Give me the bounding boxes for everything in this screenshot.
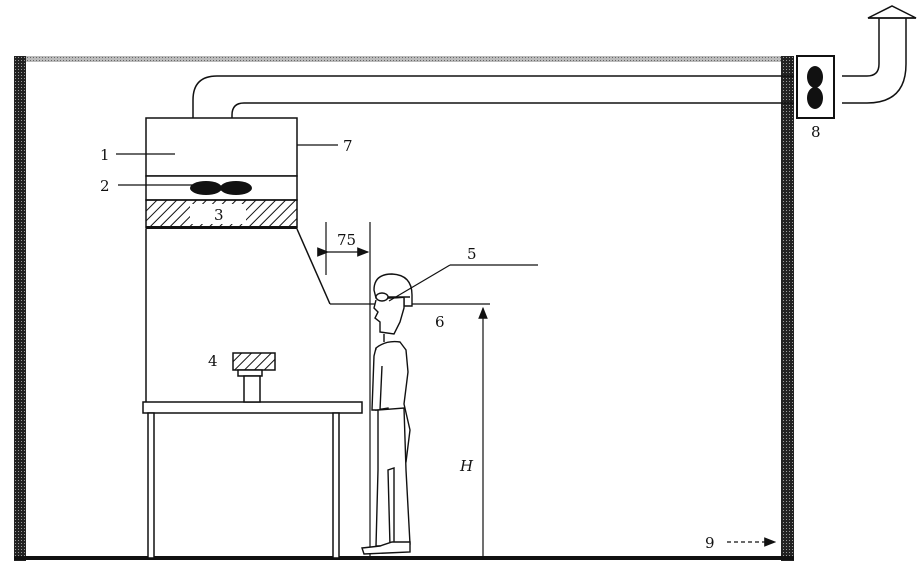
blower-fan — [220, 181, 252, 195]
blower-fan — [190, 181, 222, 195]
person-figure — [361, 273, 413, 555]
label-1: 1 — [100, 146, 110, 164]
label-8: 8 — [811, 123, 821, 141]
biosafety-cabinet — [145, 117, 331, 402]
sample-object — [232, 352, 276, 403]
filter-bottom-edge — [146, 226, 297, 229]
exhaust-duct — [192, 18, 907, 118]
label-7: 7 — [343, 137, 353, 155]
safety-goggles — [375, 292, 410, 302]
sash-front — [296, 228, 331, 305]
right-wall — [781, 56, 794, 561]
cabinet-top-housing — [145, 117, 298, 177]
dimension-h-label: H — [459, 457, 474, 475]
room-walls — [14, 56, 794, 561]
label-5: 5 — [467, 245, 477, 263]
dimension-75 — [317, 222, 371, 558]
label-2: 2 — [100, 177, 110, 195]
exhaust-fan — [796, 55, 835, 119]
leader-lines — [116, 144, 777, 547]
exhaust-cap — [867, 5, 917, 19]
label-3: 3 — [214, 206, 224, 224]
dimension-75-label: 75 — [337, 231, 356, 249]
left-wall — [14, 56, 26, 561]
ceiling — [14, 56, 794, 62]
label-6: 6 — [435, 313, 445, 331]
label-4: 4 — [208, 352, 218, 370]
label-9: 9 — [705, 534, 715, 552]
work-table — [142, 401, 363, 559]
